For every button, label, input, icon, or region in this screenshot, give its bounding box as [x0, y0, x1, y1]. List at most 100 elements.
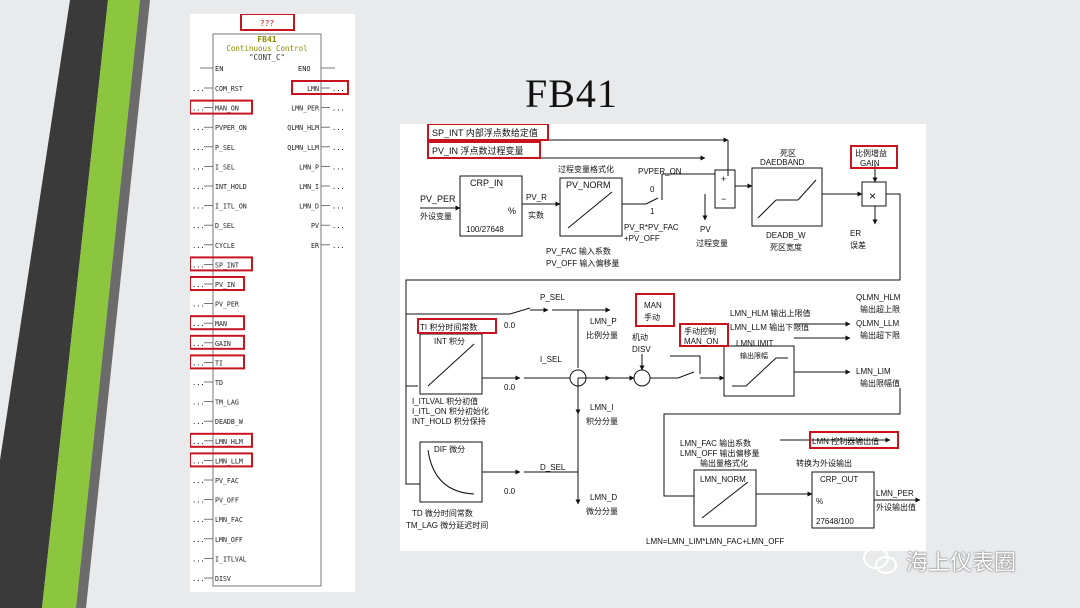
crp-out-caption: 转换为外设输出 [796, 458, 852, 468]
fb-en: EN [215, 65, 223, 73]
input-highlight-box [190, 315, 245, 331]
crp-in-pct: % [508, 206, 516, 216]
pv-out-label: PV [700, 225, 711, 234]
lmnlimit-cn-label: 输出限幅 [740, 351, 768, 360]
crp-out-scale: 27648/100 [816, 517, 854, 526]
output-pin-qlmn-llm: QLMN_LLM [287, 144, 319, 152]
input-pin-pv-off: PV_OFF [215, 497, 239, 505]
lmn-i-label: LMN_I [590, 403, 614, 412]
input-dots: ... [192, 242, 205, 250]
output-pin-qlmn-hlm: QLMN_HLM [287, 124, 319, 132]
input-pin-man-on: MAN_ON [215, 105, 239, 113]
highlight-boxes [417, 124, 899, 449]
output-pin-lmn-d: LMN_D [299, 203, 319, 211]
pv-per-label: PV_PER [420, 194, 456, 204]
lmn-lim-cn-label: 输出限幅值 [860, 378, 900, 388]
input-pin-lmn-llm: LMN_LLM [215, 457, 243, 465]
input-dots: ... [192, 418, 205, 426]
input-dots: ... [192, 555, 205, 563]
er-cn-label: 误差 [850, 240, 866, 250]
int-hold-label: INT_HOLD 积分保持 [412, 416, 486, 426]
int-block-label: INT 积分 [434, 336, 465, 346]
lmn-d-label: LMN_D [590, 493, 617, 502]
sum-plus-top: + [721, 174, 726, 184]
pv-r-label: PV_R [526, 193, 547, 202]
input-dots: ... [192, 183, 205, 191]
input-pin-cycle: CYCLE [215, 242, 235, 250]
qlmn-llm-label: QLMN_LLM [856, 319, 899, 328]
deadb-w-cn-label: 死区宽度 [770, 242, 802, 252]
pid-block-diagram: SP_INT 内部浮点数给定值 PV_IN 浮点数过程变量 PV_PER 外设变… [400, 124, 926, 551]
ti-label: TI 积分时间常数 [420, 322, 477, 332]
lmn-out-label: LMN 控制器输出值 [812, 436, 879, 446]
input-dots: ... [192, 379, 205, 387]
input-pin-lmn-off: LMN_OFF [215, 536, 243, 544]
output-dots: ... [332, 183, 345, 191]
input-pin-pv-per: PV_PER [215, 301, 239, 309]
input-dots: ... [192, 359, 205, 367]
input-pin-disv: DISV [215, 575, 231, 583]
output-pin-lmn-p: LMN_P [299, 163, 319, 171]
input-highlight-box [190, 354, 245, 370]
output-pin-lmn-per: LMN_PER [291, 105, 319, 113]
input-pin-com-rst: COM_RST [215, 85, 243, 93]
p-sel-label: P_SEL [540, 293, 565, 302]
input-dots: ... [192, 457, 205, 465]
input-highlight-box [190, 452, 253, 468]
sum-minus-top: − [721, 194, 726, 204]
output-dots: ... [332, 163, 345, 171]
input-dots: ... [192, 124, 205, 132]
input-highlight-box [190, 276, 245, 291]
lmn-p-label: LMN_P [590, 317, 617, 326]
lmn-p-cn-label: 比例分量 [586, 330, 618, 340]
gain-cn-label: 比例增益 [855, 148, 887, 158]
switch-1-top: 1 [650, 207, 655, 216]
input-dots: ... [192, 340, 205, 348]
crp-in-scale: 100/27648 [466, 225, 504, 234]
pv-per-cn-label: 外设变量 [420, 211, 452, 221]
qlmn-llm-cn-label: 输出超下限 [860, 330, 900, 340]
output-dots: ... [332, 85, 345, 93]
output-pin-lmn: LMN [307, 85, 319, 93]
pv-off-label: PV_OFF 输入偏移量 [546, 258, 619, 268]
crp-in-label: CRP_IN [470, 178, 503, 188]
switch-0-top: 0 [650, 185, 655, 194]
pv-norm-label: PV_NORM [566, 180, 611, 190]
sp-int-label: SP_INT 内部浮点数给定值 [432, 127, 538, 138]
input-pin-man: MAN [215, 320, 227, 328]
lmn-d-cn-label: 微分分量 [586, 506, 618, 516]
man-cn-label: 手动 [644, 312, 660, 322]
lmn-norm-caption: 输出量格式化 [700, 458, 748, 468]
p-zero-const: 0.0 [504, 321, 516, 330]
pv-fac-label: PV_FAC 输入系数 [546, 246, 611, 256]
input-highlight-box [190, 256, 253, 272]
pv-norm-caption: 过程变量格式化 [558, 164, 614, 174]
pvper-on-label: PVPER_ON [638, 167, 682, 176]
man-on-label: MAN_ON [684, 337, 718, 346]
input-dots: ... [192, 144, 205, 152]
qlmn-hlm-label: QLMN_HLM [856, 293, 901, 302]
fb41-block-symbol: ??? FB41 Continuous Control "CONT_C" EN … [190, 14, 355, 592]
wechat-icon [863, 547, 897, 574]
lmn-lim-label: LMN_LIM [856, 367, 891, 376]
input-dots: ... [192, 281, 205, 289]
input-pin-i-itlval: I_ITLVAL [215, 555, 247, 563]
slide-title: FB41 [525, 71, 618, 116]
i-itlval-label: I_ITLVAL 积分初值 [412, 396, 478, 406]
fb-eno: ENO [298, 65, 311, 73]
input-dots: ... [192, 301, 205, 309]
pv-off-sum-label: +PV_OFF [624, 234, 660, 243]
input-dots: ... [192, 536, 205, 544]
lmn-off-label: LMN_OFF 输出偏移量 [680, 448, 760, 458]
er-label: ER [850, 229, 861, 238]
fb-name: FB41 [257, 35, 276, 44]
output-pin-pv: PV [311, 222, 319, 230]
gain-label: GAIN [860, 159, 880, 168]
lmn-per-cn-label: 外设输出值 [876, 502, 916, 512]
input-dots: ... [192, 438, 205, 446]
input-pin-i-sel: I_SEL [215, 163, 235, 171]
lmn-per-label: LMN_PER [876, 489, 914, 498]
jidong-label: 机动 [632, 332, 648, 342]
input-dots: ... [192, 163, 205, 171]
input-highlight-box [190, 432, 253, 448]
